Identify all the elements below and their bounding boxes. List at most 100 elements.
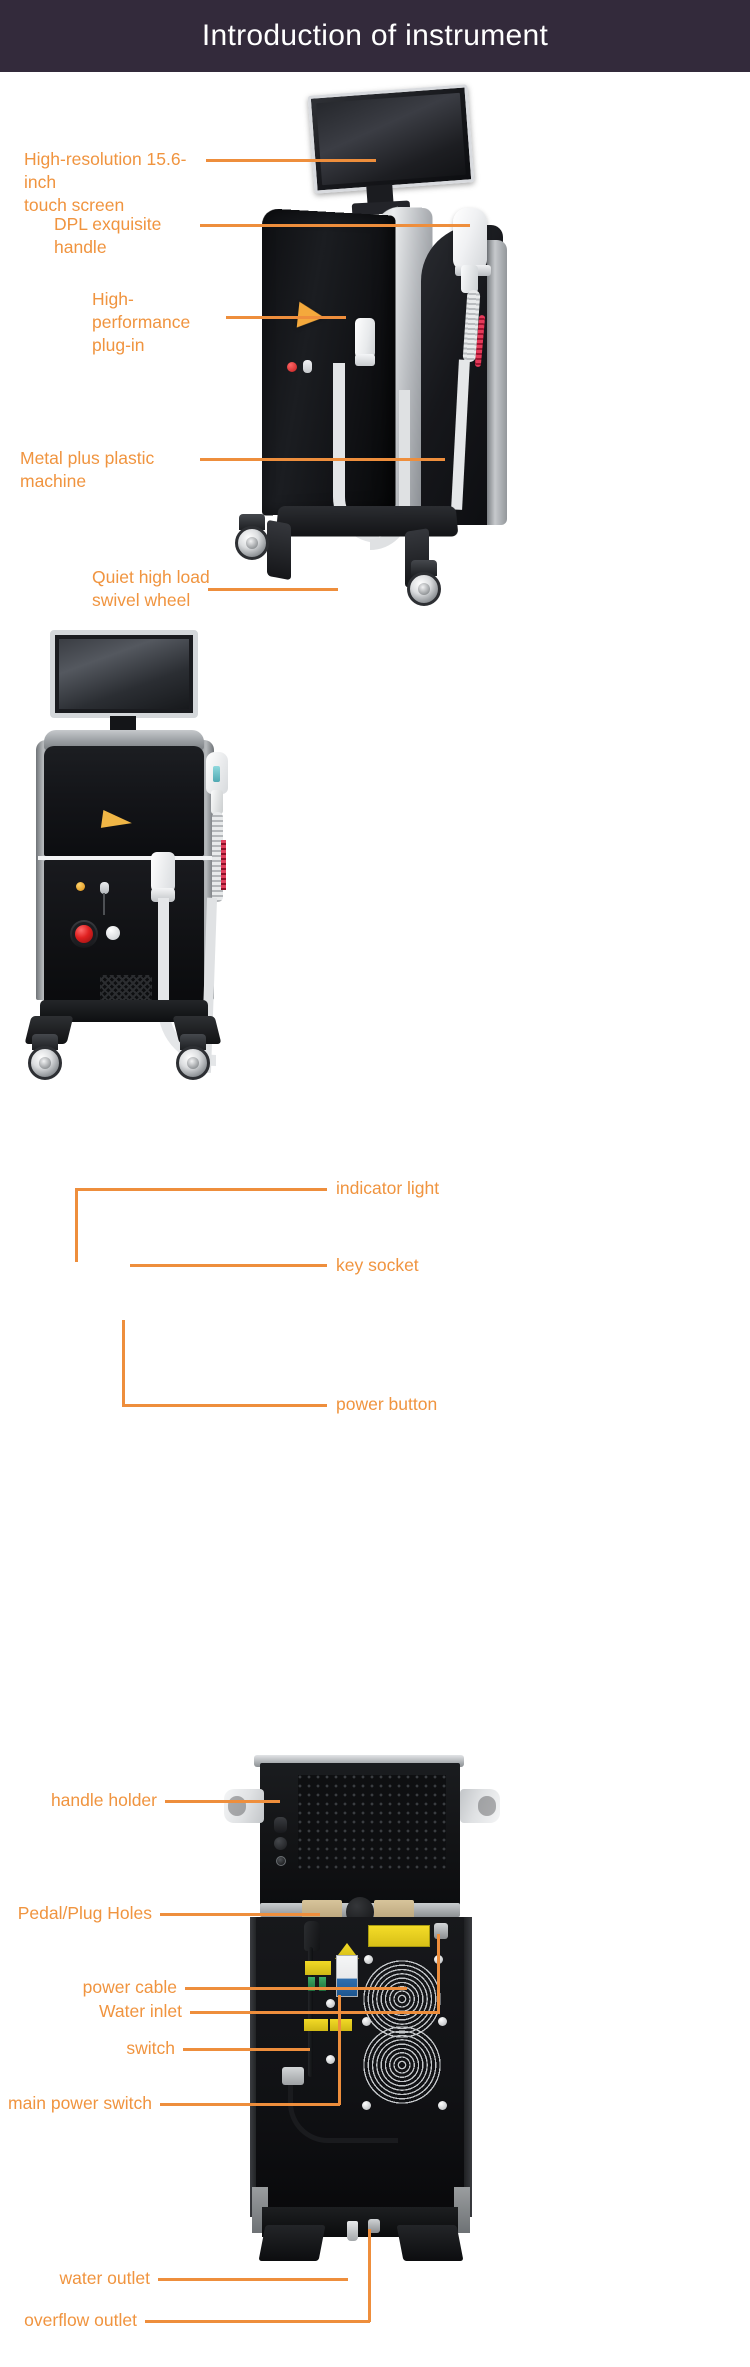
front-top-cap <box>44 730 204 750</box>
front-monitor <box>50 630 198 718</box>
power-cable-connector <box>304 1921 320 1951</box>
front-machine-base <box>40 1000 208 1022</box>
front-monitor-screen <box>59 639 189 709</box>
plug-hose-lower <box>370 390 410 550</box>
key-socket <box>100 882 109 894</box>
leader-line-handle-holder <box>165 1800 280 1803</box>
high-performance-plug <box>355 318 375 358</box>
swivel-caster-left <box>235 526 269 560</box>
rear-beige-block-left <box>302 1900 342 1922</box>
key-socket-indicator <box>303 360 312 373</box>
switch-green-left <box>308 1977 315 1991</box>
leader-line-switch <box>183 2048 310 2051</box>
front-swivel-caster-left <box>28 1046 62 1080</box>
leader-elbow-overflow-vertical <box>368 2229 371 2322</box>
voltage-warning-label <box>305 1961 331 1975</box>
label-water-outlet: water outlet <box>59 2268 150 2288</box>
leader-line-metal-plastic <box>200 458 445 461</box>
leader-line-key-socket <box>130 1264 327 1267</box>
leader-line-dpl-handle <box>200 224 470 227</box>
leader-line-main-power-switch <box>160 2103 340 2106</box>
handle-holder-right <box>460 1789 500 1823</box>
leader-line-overflow-outlet <box>145 2320 370 2323</box>
screw-8 <box>326 2055 335 2064</box>
leader-line-water-outlet <box>158 2278 348 2281</box>
leader-line-plug-in <box>226 316 346 319</box>
front-monitor-neck <box>110 716 136 734</box>
fan-grille-lower <box>362 2025 442 2105</box>
label-high-performance-plug-in: High-performance plug-in <box>92 289 191 355</box>
rear-side-left <box>250 1917 260 2217</box>
label-handle-holder: handle holder <box>50 1790 157 1810</box>
leader-line-swivel-wheel <box>208 588 338 591</box>
handle-neck <box>461 265 478 293</box>
label-power-cable: power cable <box>82 1977 177 1997</box>
leader-elbow-water-inlet-vertical <box>437 1934 440 2013</box>
rear-foot-right <box>396 2225 464 2261</box>
leader-line-touch-screen <box>206 159 376 162</box>
label-dpl-exquisite-handle: DPL exquisite handle <box>54 214 162 257</box>
screw-1 <box>364 1955 373 1964</box>
main-power-switch-breaker <box>336 1955 358 1997</box>
small-label-right <box>330 2019 352 2031</box>
screw-5 <box>362 2101 371 2110</box>
swivel-caster-right <box>407 572 441 606</box>
leader-line-pedal-plug-holes <box>160 1913 320 1916</box>
label-metal-plus-plastic-machine: Metal plus plastic machine <box>20 448 155 491</box>
machine-photo-rear-view <box>222 1755 532 2335</box>
label-indicator-light: indicator light <box>336 1178 440 1198</box>
rear-beige-block-right <box>374 1900 414 1922</box>
leader-line-indicator-light <box>75 1188 327 1191</box>
page-title: Introduction of instrument <box>201 19 549 52</box>
switch-green-right <box>319 1977 326 1991</box>
label-main-power-switch: main power switch <box>8 2093 152 2113</box>
front-handle-coil <box>212 812 223 902</box>
screw-3 <box>362 2017 371 2026</box>
rear-knob-lower <box>274 1837 287 1850</box>
screw-7 <box>326 1999 335 2008</box>
page-header: Introduction of instrument <box>0 0 750 72</box>
machine-photo-three-quarter-view <box>215 84 515 635</box>
rear-knob-upper <box>274 1817 287 1833</box>
front-plug <box>151 852 175 892</box>
handle-holder-left <box>224 1789 264 1823</box>
front-vent-grille <box>100 975 152 1001</box>
label-pedal-plug-holes: Pedal/Plug Holes <box>17 1903 152 1923</box>
monitor-screen <box>316 92 466 186</box>
pedal-plug-hole <box>276 1856 286 1866</box>
base-leg-left <box>267 519 291 581</box>
touch-screen-monitor <box>307 84 475 194</box>
front-panel-split <box>38 856 212 860</box>
power-button <box>75 925 93 943</box>
indicator-light <box>76 882 85 891</box>
key-stem <box>103 893 105 915</box>
machine-base <box>275 506 459 537</box>
warning-label-large <box>368 1925 430 1947</box>
screw-4 <box>438 2017 447 2026</box>
dpl-handle <box>453 208 487 270</box>
power-cable-loop <box>288 2073 398 2143</box>
leader-elbow-indicator-vertical <box>75 1190 78 1262</box>
front-swivel-caster-right <box>176 1046 210 1080</box>
power-button-indicator <box>287 362 297 372</box>
label-quiet-high-load-swivel-wheel: Quiet high load swivel wheel <box>92 567 210 610</box>
small-label-left <box>304 2019 328 2031</box>
screw-6 <box>438 2101 447 2110</box>
power-plug-prongs <box>282 2067 304 2085</box>
overflow-outlet-port <box>368 2219 380 2233</box>
leader-line-power-cable <box>185 1987 407 1990</box>
label-switch: switch <box>126 2038 175 2058</box>
leader-line-water-inlet <box>190 2011 440 2014</box>
front-handle-red-cable <box>221 840 226 890</box>
machine-photo-front-view <box>18 630 338 1130</box>
secondary-switch <box>106 926 120 940</box>
leader-elbow-main-power-vertical <box>338 1995 341 2105</box>
water-outlet-port <box>347 2221 358 2241</box>
rear-perforated-vent <box>298 1775 446 1870</box>
label-high-resolution-touch-screen: High-resolution 15.6-inch touch screen <box>24 149 187 215</box>
rear-corner-right <box>454 2187 470 2233</box>
front-upper-panel <box>44 746 204 856</box>
right-metal-edge <box>487 240 507 525</box>
label-overflow-outlet: overflow outlet <box>24 2310 137 2330</box>
front-handle-tip <box>213 766 220 782</box>
